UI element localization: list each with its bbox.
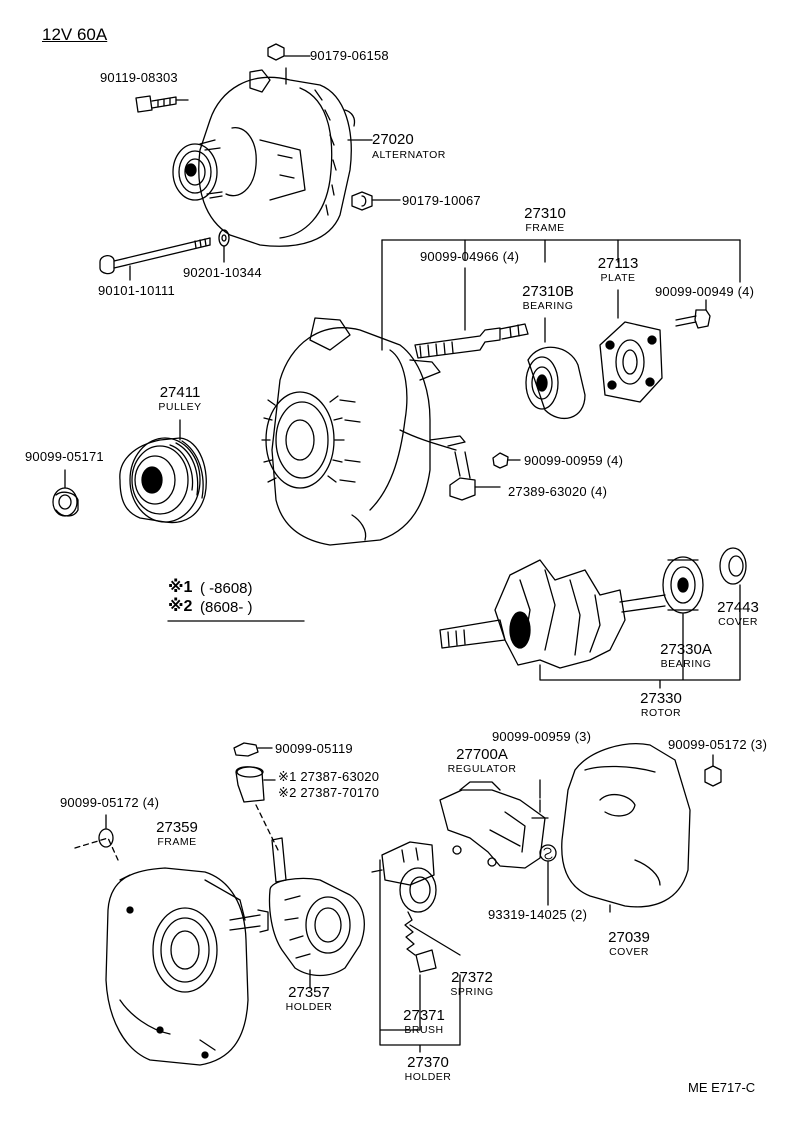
part-number-27443: 27443 — [717, 599, 759, 616]
part-number-90099-04966: 90099-04966 (4) — [420, 249, 520, 264]
diagram-code: ME E717-C — [688, 1080, 756, 1095]
part-number-27411: 27411 — [159, 384, 201, 401]
part-number-27357: 27357 — [288, 984, 330, 1001]
part-number-90179-10067: 90179-10067 — [402, 193, 481, 208]
part-number-90099-05119: 90099-05119 — [275, 741, 353, 756]
part-name-bearing-27310B: BEARING — [522, 300, 574, 312]
part-number-90099-00959-4: 90099-00959 (4) — [524, 453, 624, 468]
part-name-cover-27039: COVER — [609, 946, 649, 958]
part-number-90101-10111: 90101-10111 — [98, 283, 175, 298]
part-name-regulator: REGULATOR — [447, 763, 517, 775]
part-name-pulley: PULLEY — [158, 401, 202, 413]
part-number-27330A: 27330A — [660, 641, 712, 658]
pulley-drawing — [52, 419, 207, 524]
part-name-brush: BRUSH — [404, 1024, 444, 1036]
part-number-90099-05172-3: 90099-05172 (3) — [668, 737, 768, 752]
part-number-27310: 27310 — [524, 205, 566, 222]
part-number-27370: 27370 — [407, 1054, 449, 1071]
part-name-holder-27357: HOLDER — [285, 1001, 333, 1013]
part-name-spring: SPRING — [450, 986, 494, 998]
lower-parts-drawing — [74, 742, 722, 1066]
part-number-27371: 27371 — [403, 1007, 445, 1024]
part-number-90201-10344: 90201-10344 — [183, 265, 262, 280]
part-number-27700A: 27700A — [456, 746, 508, 763]
part-number-27020: 27020 — [372, 131, 414, 148]
part-number-27330: 27330 — [640, 690, 682, 707]
part-number-27387-63020: ※1 27387-63020 — [278, 769, 380, 784]
frame-27310-drawing — [261, 239, 741, 546]
part-number-90119-08303: 90119-08303 — [100, 70, 178, 85]
note-2-mark: ※2 — [168, 598, 193, 615]
part-number-27359: 27359 — [156, 819, 198, 836]
diagram-title: 12V 60A — [42, 25, 108, 44]
part-number-27387-70170: ※2 27387-70170 — [278, 785, 380, 800]
part-name-bearing-27330A: BEARING — [660, 658, 712, 670]
part-number-90099-05171: 90099-05171 — [25, 449, 104, 464]
part-number-27372: 27372 — [451, 969, 493, 986]
note-1-mark: ※1 — [168, 579, 193, 596]
part-name-rotor: ROTOR — [640, 707, 682, 719]
part-number-90179-06158: 90179-06158 — [310, 48, 389, 63]
note-2-text: (8608- ) — [200, 599, 253, 616]
part-number-90099-05172-4: 90099-05172 (4) — [60, 795, 160, 810]
part-number-27039: 27039 — [608, 929, 650, 946]
part-name-alternator: ALTERNATOR — [372, 149, 446, 161]
rotor-drawing — [439, 547, 747, 689]
part-number-27310B: 27310B — [522, 283, 574, 300]
part-number-90099-00959-3: 90099-00959 (3) — [492, 729, 592, 744]
part-name-plate: PLATE — [600, 272, 636, 284]
part-name-frame-27310: FRAME — [525, 222, 565, 234]
alternator-assembly-drawing — [99, 43, 401, 281]
part-number-90099-00949: 90099-00949 (4) — [655, 284, 755, 299]
part-name-cover-27443: COVER — [718, 616, 758, 628]
part-number-27389-63020: 27389-63020 (4) — [508, 484, 608, 499]
part-number-27113: 27113 — [597, 255, 639, 272]
part-number-93319-14025: 93319-14025 (2) — [488, 907, 588, 922]
note-1-text: ( -8608) — [200, 580, 253, 597]
part-name-frame-27359: FRAME — [157, 836, 197, 848]
part-name-holder-27370: HOLDER — [404, 1071, 452, 1083]
